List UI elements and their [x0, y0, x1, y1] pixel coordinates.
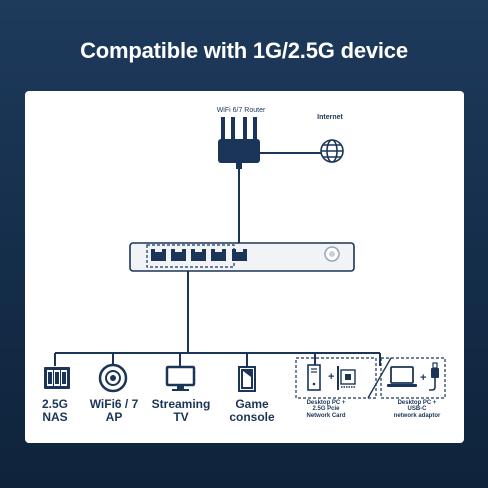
pcie-group-outline	[295, 357, 377, 399]
game-console-icon	[238, 366, 256, 392]
plus-sign-2: +	[420, 372, 426, 384]
router-label: WiFi 6/7 Router	[216, 107, 266, 114]
laptop-icon	[387, 366, 417, 387]
ethernet-port-3	[191, 249, 206, 261]
ethernet-port-1	[151, 249, 166, 261]
tv-icon	[165, 365, 196, 391]
usb-adapter-icon	[429, 362, 439, 391]
internet-label: Internet	[317, 114, 343, 121]
access-point-icon	[98, 363, 128, 393]
page-title: Compatible with 1G/2.5G device	[80, 38, 408, 63]
group-divider	[367, 357, 392, 399]
connection-lines	[54, 152, 381, 366]
ethernet-port-uplink	[232, 249, 247, 261]
usbc-group-outline	[380, 357, 446, 399]
desktop-tower-icon	[307, 364, 321, 391]
plus-sign: +	[328, 371, 334, 383]
pcie-card-icon	[337, 366, 356, 390]
globe-icon	[320, 139, 344, 163]
network-diagram: + +	[44, 117, 446, 399]
network-switch	[129, 242, 355, 272]
nas-icon	[44, 367, 70, 389]
router-icon	[218, 117, 260, 169]
ethernet-port-2	[171, 249, 186, 261]
ethernet-port-4	[211, 249, 226, 261]
